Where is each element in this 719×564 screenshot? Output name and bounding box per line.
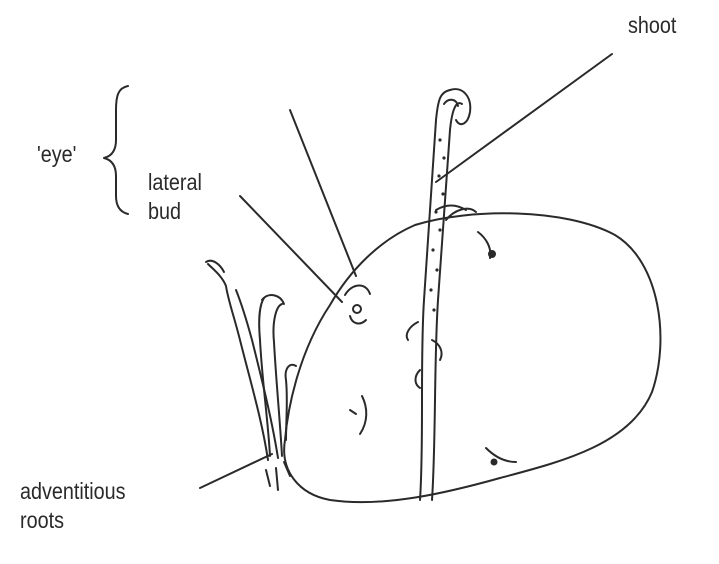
tuber-outline: [284, 213, 660, 502]
pointer-eye: [290, 110, 356, 276]
eye-bracket: [104, 86, 128, 214]
pointer-lateral-bud: [240, 196, 342, 302]
main-shoot-right-edge: [432, 103, 462, 500]
eye-lower-right: [486, 448, 516, 462]
eye-middle: [360, 396, 366, 434]
eye-lower-right-dot: [492, 460, 497, 465]
main-shoot-tip: [450, 89, 470, 124]
pointer-adventitious-roots: [200, 454, 272, 488]
main-shoot-bump-2: [407, 322, 418, 340]
eye-middle-mark: [350, 410, 356, 414]
label-lateral-bud-line2: bud: [148, 197, 202, 226]
pointer-shoot: [436, 54, 612, 182]
label-shoot: shoot: [628, 11, 676, 40]
root-base-2: [276, 468, 278, 490]
root-base-1: [266, 470, 270, 486]
root-sprout-2-tip: [262, 295, 284, 304]
lateral-bud-eye: [345, 285, 370, 295]
label-adventitious-roots: adventitious roots: [20, 477, 126, 535]
root-sprout-1-right: [236, 290, 278, 458]
label-shoot-text: shoot: [628, 11, 676, 40]
label-adventitious-roots-line2: roots: [20, 506, 126, 535]
eye-top-right-dot: [489, 251, 495, 257]
root-sprout-2-right: [273, 304, 282, 456]
label-lateral-bud-line1: lateral: [148, 168, 202, 197]
main-shoot-bump-4: [416, 370, 421, 388]
label-lateral-bud: lateral bud: [148, 168, 202, 226]
lateral-bud-dot: [353, 305, 361, 313]
label-eye: 'eye': [37, 140, 76, 169]
label-adventitious-roots-line1: adventitious: [20, 477, 126, 506]
label-eye-text: 'eye': [37, 140, 76, 169]
lateral-bud-eye-lower: [350, 316, 366, 323]
